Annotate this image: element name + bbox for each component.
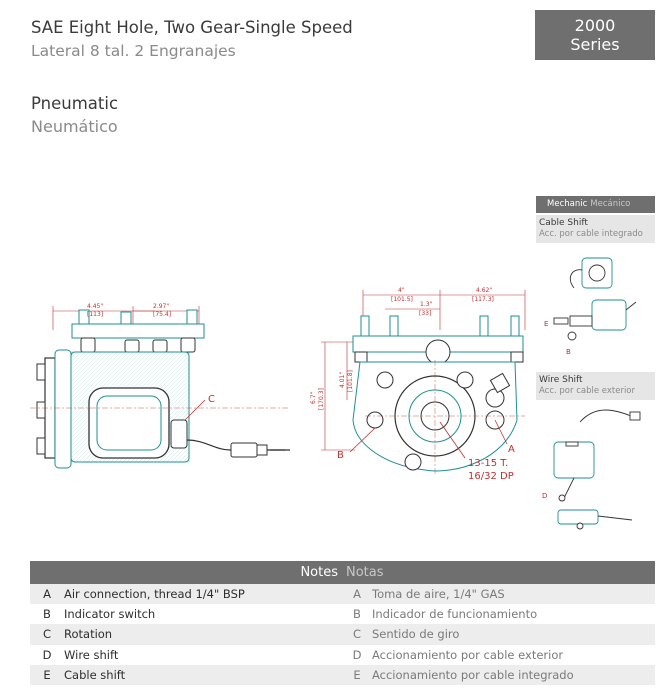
dim-side-w1-mm: [113] <box>87 311 103 318</box>
row-letter: D <box>42 647 52 662</box>
row-english: Air connection, thread 1/4" BSP <box>64 587 245 601</box>
series-label: Series <box>570 35 620 54</box>
wire-shift-label: Wire Shift <box>539 375 583 385</box>
row-letter: B <box>43 607 51 622</box>
dim-side-w2-mm: [75.4] <box>153 311 171 318</box>
title-english: SAE Eight Hole, Two Gear-Single Speed <box>31 18 353 37</box>
wire-shift-drawing: D <box>542 409 641 530</box>
row-letter: C <box>42 627 52 642</box>
table-row: C Rotation C Sentido de giro <box>30 624 655 645</box>
row-letter-es: B <box>353 607 361 622</box>
title-spanish: Lateral 8 tal. 2 Engranajes <box>31 42 236 60</box>
mini-label-b: B <box>566 348 571 356</box>
cable-shift-header: Cable Shift Acc. por cable integrado <box>536 215 655 243</box>
gear-spec-teeth: 13-15 T. <box>468 458 508 469</box>
row-spanish: Accionamiento por cable integrado <box>372 667 574 682</box>
cable-shift-label-es: Acc. por cable integrado <box>539 229 643 239</box>
dim-front-h2-mm: [170.3] <box>318 388 325 410</box>
row-letter-es: E <box>353 667 361 682</box>
dim-front-h1: 4.01" <box>339 372 346 388</box>
row-letter-es: C <box>352 627 362 642</box>
row-spanish: Toma de aire, 1/4" GAS <box>372 587 505 601</box>
dim-front-h2: 6.7" <box>310 391 317 404</box>
row-letter: A <box>43 587 51 601</box>
dim-front-w2-mm: [117.3] <box>472 296 494 303</box>
table-row: B Indicator switch B Indicador de funciona… <box>30 604 655 625</box>
technical-drawing: 4.45" [113] 2.97" [75.4] C <box>30 287 526 482</box>
callout-c: C <box>208 394 215 405</box>
wire-shift-header: Wire Shift Acc. por cable exterior <box>536 372 655 400</box>
mini-label-e: E <box>544 320 548 328</box>
dim-front-w2: 4.62" <box>476 287 492 294</box>
series-badge: 2000 Series <box>535 10 655 60</box>
notes-header: Notes Notas <box>30 561 655 584</box>
dim-front-w1-mm: [101.5] <box>391 296 413 303</box>
side-view <box>30 306 290 469</box>
notes-rows: A Air connection, thread 1/4" BSP A Toma d… <box>30 584 655 685</box>
dim-front-w3: 1.3" <box>420 301 433 308</box>
dim-side-w1: 4.45" <box>87 303 103 310</box>
row-letter-es: D <box>352 647 362 662</box>
series-number: 2000 <box>574 16 616 35</box>
section-title-spanish: Neumático <box>31 117 118 136</box>
row-spanish: Indicador de funcionamiento <box>372 607 538 622</box>
gear-spec-pitch: 16/32 DP <box>468 471 514 482</box>
mechanic-label: Mechanic <box>547 199 588 209</box>
row-english: Rotation <box>64 627 113 642</box>
notes-header-en: Notes <box>300 565 338 580</box>
row-spanish: Sentido de giro <box>372 627 460 642</box>
callout-b: B <box>337 450 344 461</box>
section-title-english: Pneumatic <box>31 94 119 113</box>
notes-table: Notes Notas A Air connection, thread 1/4"… <box>30 561 655 685</box>
front-view <box>321 290 526 476</box>
dim-front-w3-mm: [33] <box>419 310 431 317</box>
cable-shift-label: Cable Shift <box>539 218 588 228</box>
dim-front-h1-mm: [101.8] <box>347 370 354 392</box>
mini-label-d: D <box>542 492 547 500</box>
row-english: Wire shift <box>64 647 119 662</box>
wire-shift-label-es: Acc. por cable exterior <box>539 386 636 396</box>
row-letter-es: A <box>353 587 361 601</box>
table-row: A Air connection, thread 1/4" BSP A Toma d… <box>30 584 655 605</box>
cable-shift-drawing: E B <box>544 257 637 356</box>
dim-side-w2: 2.97" <box>153 303 169 310</box>
mecanico-label: Mecánico <box>590 199 631 209</box>
table-row: D Wire shift D Accionamiento por cable ext… <box>30 644 655 665</box>
table-row: E Cable shift E Accionamiento por cable in… <box>30 664 655 685</box>
row-spanish: Accionamiento por cable exterior <box>372 647 564 662</box>
callout-a: A <box>508 444 515 455</box>
notes-header-es: Notas <box>346 565 384 580</box>
row-english: Indicator switch <box>64 607 156 622</box>
row-english: Cable shift <box>64 667 126 682</box>
dim-front-w1: 4" <box>398 287 405 294</box>
row-letter: E <box>43 667 51 682</box>
